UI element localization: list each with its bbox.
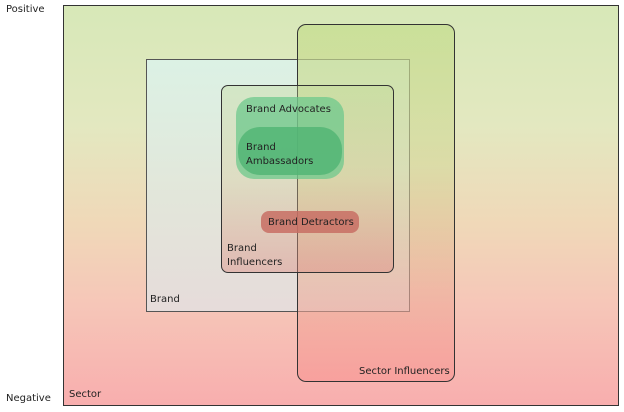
brand-influencers-label-line1: Brand — [227, 243, 257, 254]
negative-axis-label: Negative — [6, 393, 51, 404]
brand-ambassadors-label-line2: Ambassadors — [246, 156, 314, 167]
brand-detractors-bubble — [261, 211, 359, 233]
positive-axis-label: Positive — [6, 4, 45, 15]
sector-influencers-set — [297, 24, 455, 382]
brand-ambassadors-bubble — [238, 127, 342, 175]
brand-advocates-label: Brand Advocates — [246, 104, 331, 115]
brand-detractors-label: Brand Detractors — [268, 217, 354, 228]
sector-influencers-label: Sector Influencers — [359, 366, 450, 377]
brand-label: Brand — [150, 294, 180, 305]
brand-influencers-label-line2: Influencers — [227, 257, 283, 268]
sector-label: Sector — [69, 389, 102, 400]
brand-ambassadors-label-line1: Brand — [246, 142, 276, 153]
